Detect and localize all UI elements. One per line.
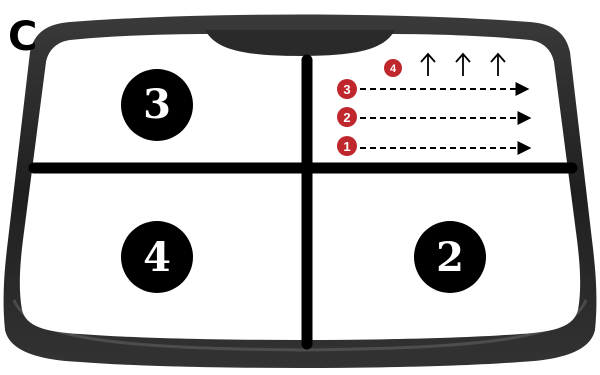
step-label: 1 xyxy=(343,139,350,154)
step-label: 3 xyxy=(343,82,350,97)
step-label: 4 xyxy=(390,63,397,75)
quadrant-label: 2 xyxy=(436,234,464,281)
quadrant-badge-top-left: 3 xyxy=(121,69,193,141)
quadrant-badge-bottom-right: 2 xyxy=(414,221,486,293)
panel-letter: C xyxy=(8,14,37,60)
quadrant-label: 3 xyxy=(143,81,171,128)
step-label: 2 xyxy=(343,110,350,125)
quadrant-badge-bottom-left: 4 xyxy=(121,221,193,293)
quadrant-label: 4 xyxy=(143,234,171,281)
windshield-glass xyxy=(20,34,580,340)
